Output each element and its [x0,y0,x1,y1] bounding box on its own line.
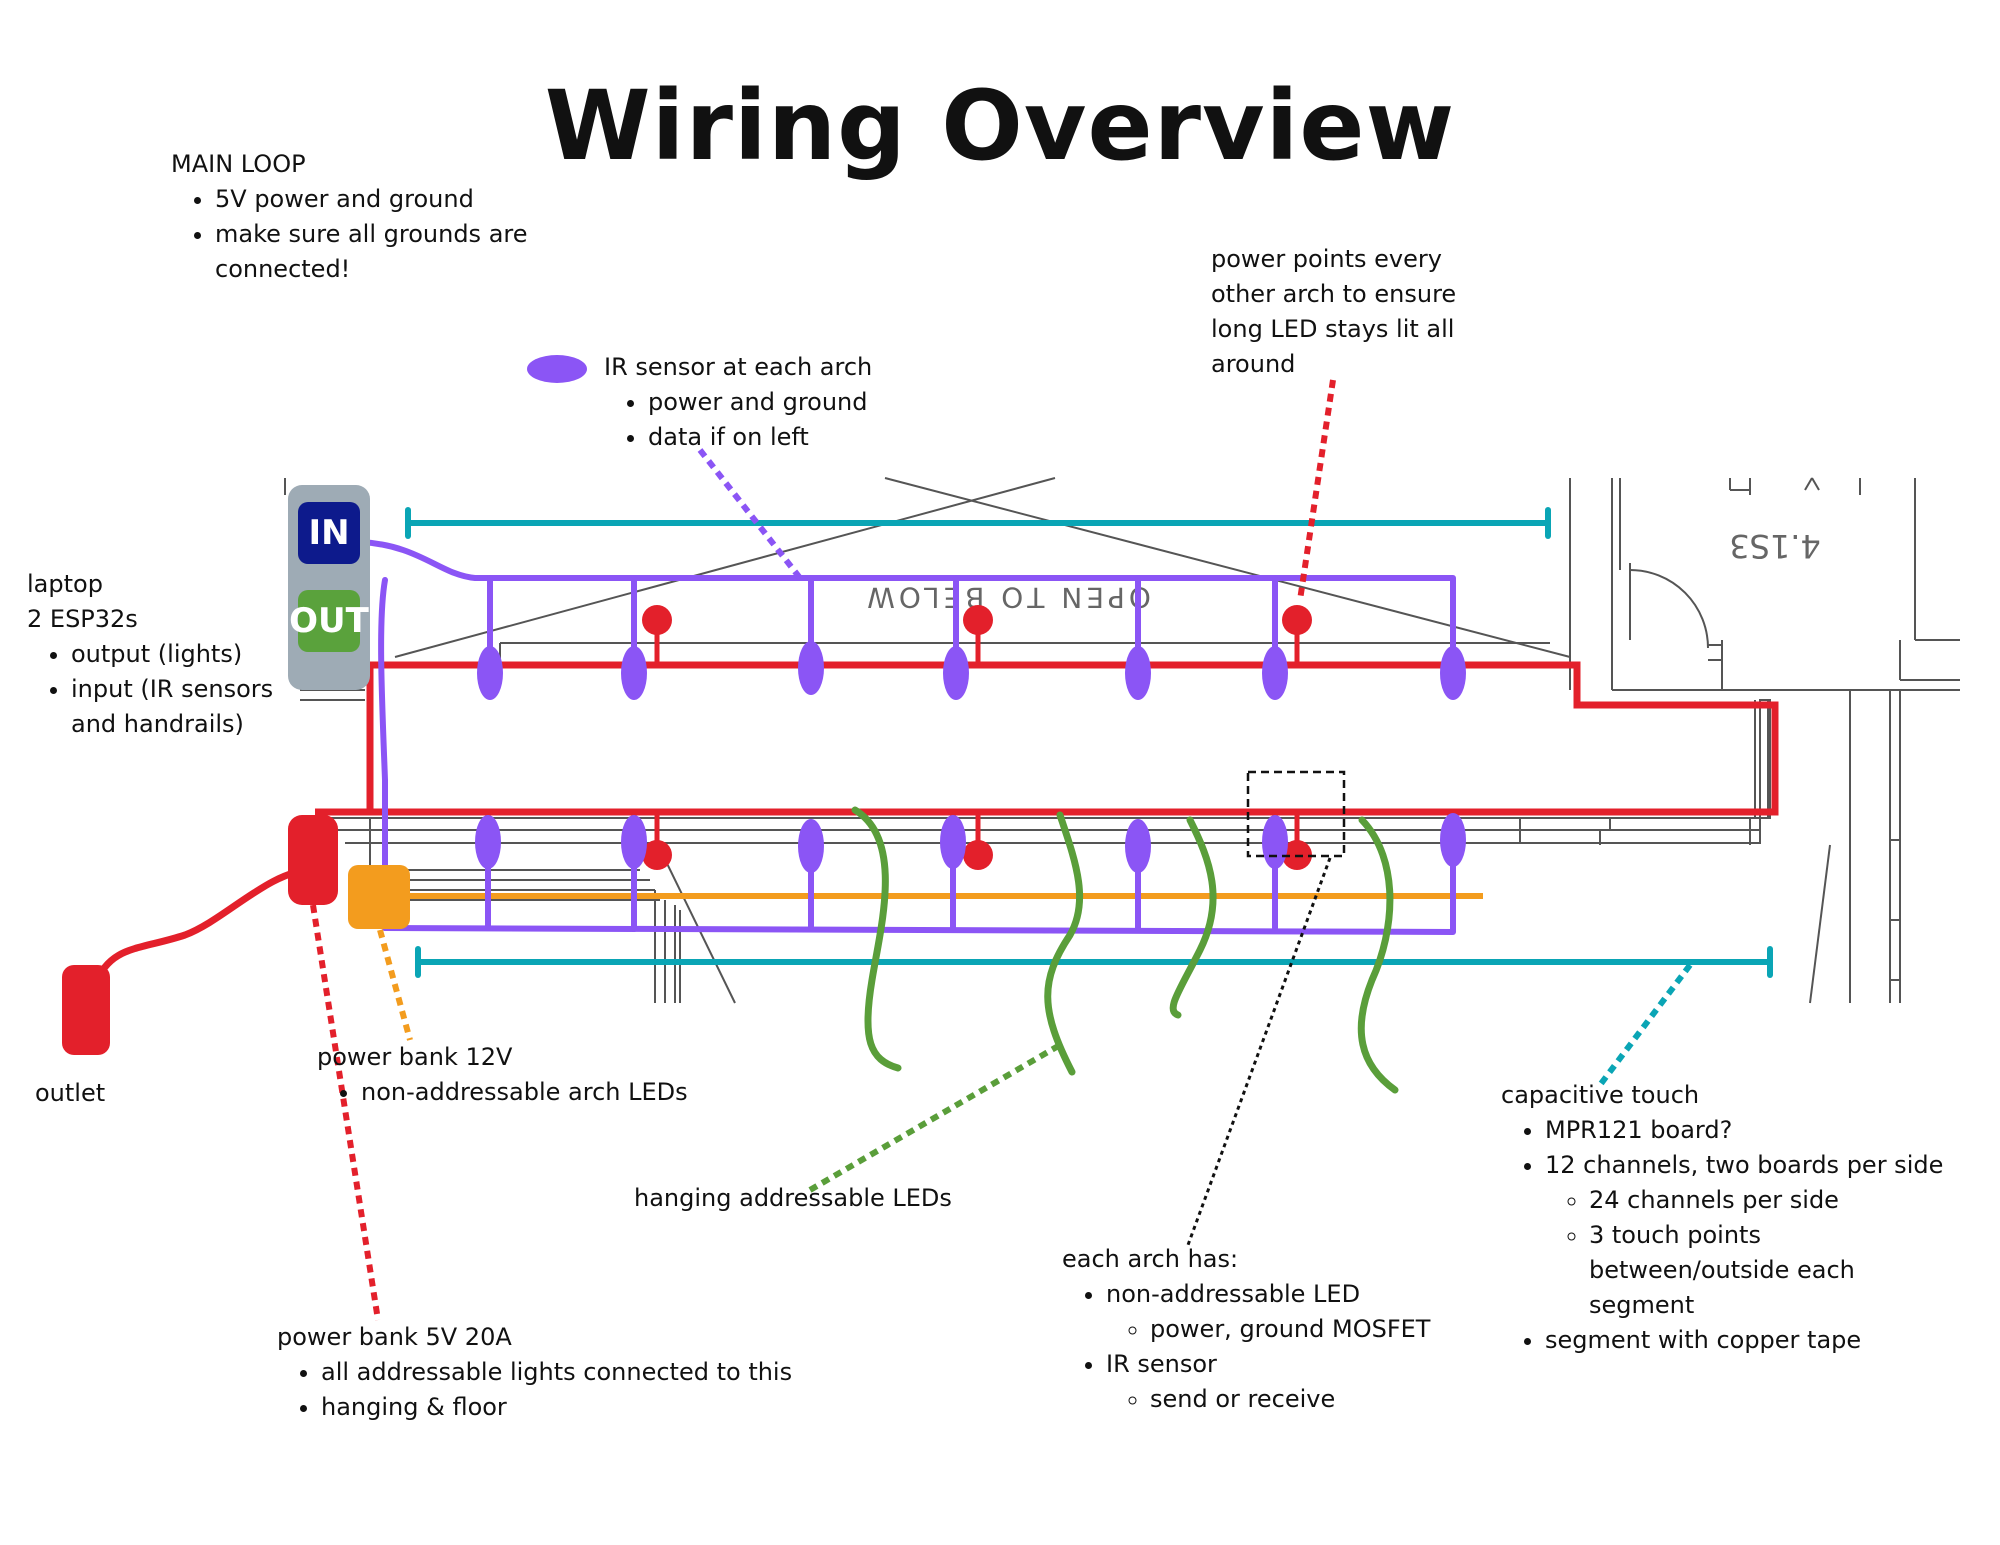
outlet-cable [91,866,316,989]
leader-power-bank-12v [377,929,413,1041]
laptop-subheading: 2 ESP32s [27,605,138,633]
capacitive-touch-strips [405,507,1773,978]
main-loop-note: MAIN LOOP 5V power and ground make sure … [171,147,591,287]
list-item: segment with copper tape [1545,1323,1981,1358]
list-item-text: 12 channels, two boards per side [1545,1151,1944,1179]
capacitive-touch-heading: capacitive touch [1501,1081,1700,1109]
sub-list-item: 24 channels per side [1589,1183,1889,1218]
power-points-text: power points every other arch to ensure … [1211,245,1457,378]
leader-lines [310,379,1693,1321]
in-badge-label: IN [308,513,350,553]
main-loop-list: 5V power and ground make sure all ground… [171,182,591,287]
ir-sensors [475,641,1466,873]
hanging-led-strand [851,806,902,1072]
sub-list-item: send or receive [1150,1382,1482,1417]
power-bank-12v-list: non-addressable arch LEDs [317,1075,737,1110]
list-item: 5V power and ground [215,182,591,217]
capacitive-touch-note: capacitive touch MPR121 board? 12 channe… [1501,1078,1981,1358]
power-point-dot [642,840,672,870]
ir-sensor [475,815,501,869]
outlet-label: outlet [35,1079,106,1107]
arch-highlight-box [1246,770,1346,858]
list-item: non-addressable arch LEDs [361,1075,737,1110]
floor-plan [284,477,1960,1004]
power-point-dot [963,840,993,870]
list-item: power and ground [648,385,1004,420]
leader-capacitive-touch [1597,963,1693,1087]
power-bank-12v [348,865,410,929]
list-item: make sure all grounds are connected! [215,217,591,287]
list-item: non-addressable LED power, ground MOSFET [1106,1277,1482,1347]
power-bank-12v-heading: power bank 12V [317,1043,513,1071]
power-points-note: power points every other arch to ensure … [1211,242,1476,382]
power-bank-12v-note: power bank 12V non-addressable arch LEDs [317,1040,737,1110]
ir-sensor-list: power and ground data if on left [604,385,1004,455]
list-item: all addressable lights connected to this [321,1355,837,1390]
sub-list-item: 3 touch points between/outside each segm… [1589,1218,1889,1323]
ir-sensor [940,815,966,869]
outlet-note: outlet [35,1076,105,1111]
power-bank-5v-note: power bank 5V 20A all addressable lights… [277,1320,837,1425]
laptop-list: output (lights) input (IR sensors and ha… [27,637,297,742]
ir-sensor [1440,813,1466,867]
ir-sensor [1125,819,1151,873]
ir-sensor [621,646,647,700]
hanging-led-strand [1044,811,1084,1076]
hanging-led-strand [1357,816,1399,1094]
ir-sensor [798,641,824,695]
room-number-label: 4.1S3 [1729,527,1821,565]
list-item: data if on left [648,420,1004,455]
page-title: Wiring Overview [544,70,1456,182]
out-badge: OUT [289,590,369,652]
ir-sensor [1440,646,1466,700]
in-badge: IN [298,502,360,564]
ir-sensor [621,815,647,869]
outlet-plug [62,965,110,1055]
main-loop-heading: MAIN LOOP [171,150,306,178]
leader-power-bank-5v [310,904,381,1321]
ir-sensor [943,646,969,700]
ir-sensor-note: IR sensor at each arch power and ground … [604,350,1004,455]
power-points [642,605,1312,870]
list-item: 12 channels, two boards per side 24 chan… [1545,1148,1981,1323]
ir-sensor [1125,646,1151,700]
power-point-dot [1282,605,1312,635]
hanging-leds [851,806,1399,1094]
leader-hanging-leds [808,1042,1062,1193]
leader-power-points [1297,379,1336,601]
laptop-heading: laptop [27,570,103,598]
hanging-led-strand [1169,816,1217,1019]
ir-sensor [798,819,824,873]
power-point-dot [642,605,672,635]
list-item: IR sensor send or receive [1106,1347,1482,1417]
ir-sensor-heading: IR sensor at each arch [604,353,873,381]
ir-sensor [1262,646,1288,700]
list-item: output (lights) [71,637,297,672]
capacitive-touch-list: MPR121 board? 12 channels, two boards pe… [1501,1113,1981,1358]
ir-sensor [1262,815,1288,869]
leader-ir-sensor [697,448,803,580]
ir-sensor [477,646,503,700]
sub-list-item: power, ground MOSFET [1150,1312,1482,1347]
open-to-below-label: OPEN TO BELOW [863,581,1151,614]
hanging-leds-label: hanging addressable LEDs [634,1184,952,1212]
power-bank-5v [288,815,338,905]
power-bank-5v-heading: power bank 5V 20A [277,1323,512,1351]
list-item: hanging & floor [321,1390,837,1425]
each-arch-list: non-addressable LED power, ground MOSFET… [1062,1277,1482,1417]
list-item: MPR121 board? [1545,1113,1981,1148]
power-point-dot [963,605,993,635]
main-power-loop [315,661,1779,816]
power-bank-5v-list: all addressable lights connected to this… [277,1355,837,1425]
each-arch-heading: each arch has: [1062,1245,1239,1273]
out-badge-label: OUT [289,601,369,641]
laptop-note: laptop 2 ESP32s output (lights) input (I… [27,567,297,742]
list-item-text: non-addressable LED [1106,1280,1361,1308]
list-item-text: IR sensor [1106,1350,1217,1378]
hanging-leds-note: hanging addressable LEDs [634,1181,952,1216]
ir-sensor-legend-swatch [527,355,587,383]
each-arch-note: each arch has: non-addressable LED power… [1062,1242,1482,1417]
list-item: input (IR sensors and handrails) [71,672,297,742]
